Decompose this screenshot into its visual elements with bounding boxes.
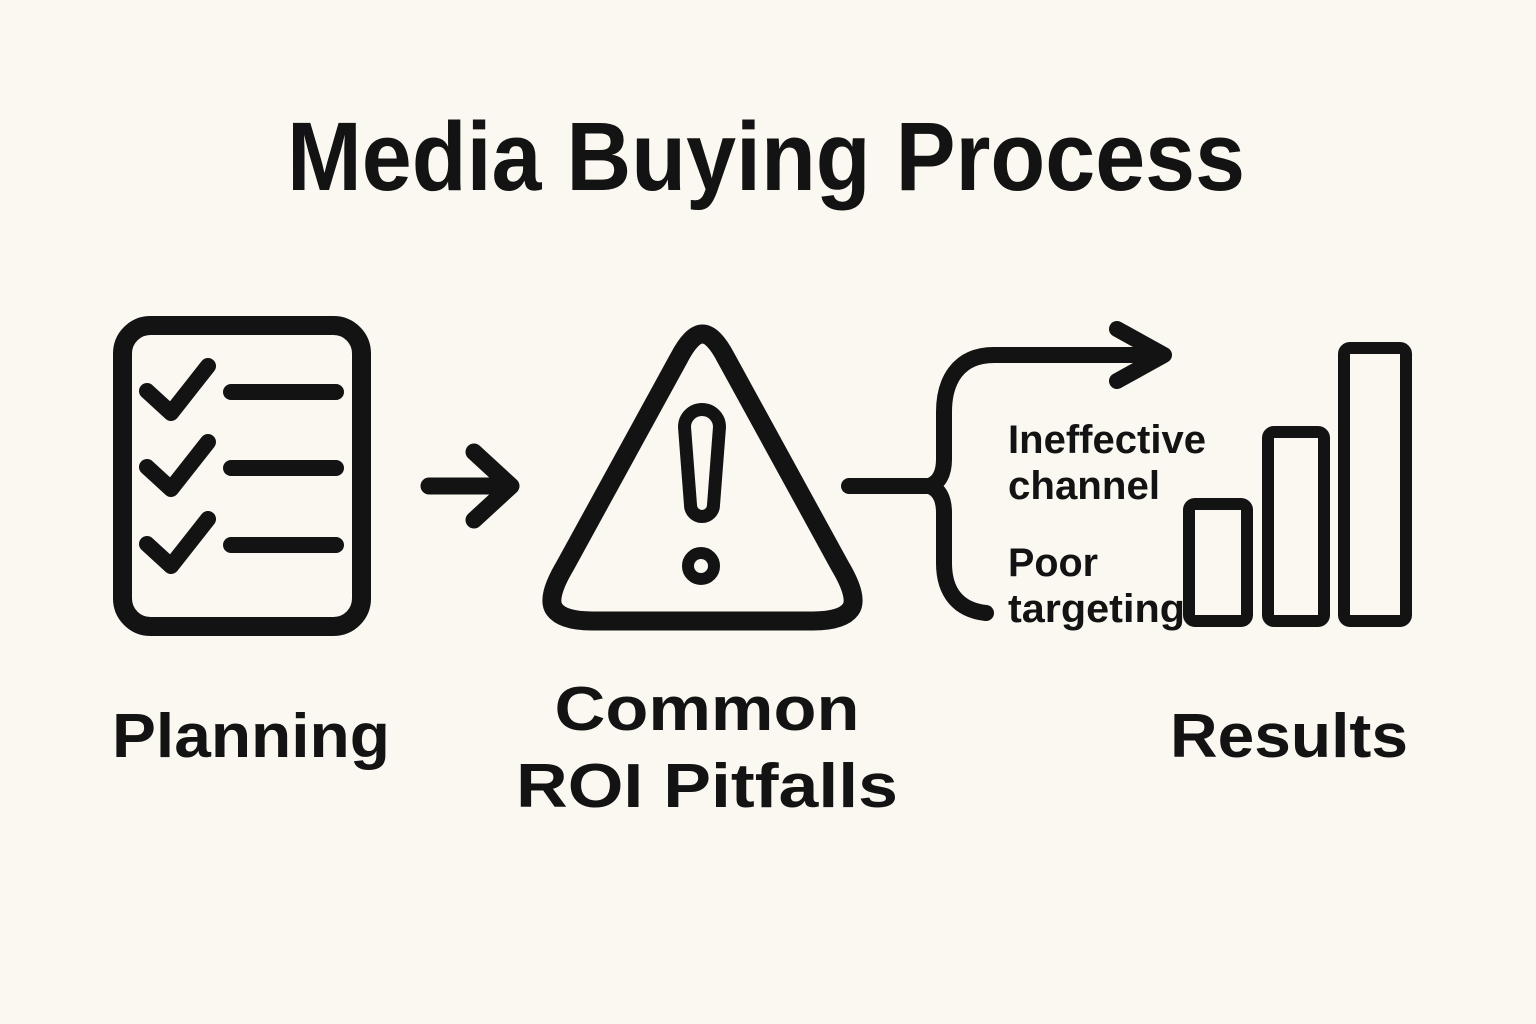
bar-medium <box>1262 426 1330 627</box>
brace-path <box>921 347 1156 621</box>
pitfalls-label-line1: Common <box>555 675 860 744</box>
checkmark-2 <box>139 434 216 497</box>
warning-triangle-icon <box>542 324 863 631</box>
curved-arrow-head <box>1109 321 1172 389</box>
results-label: Results <box>1170 702 1408 771</box>
arrow-right-icon <box>420 443 520 529</box>
branch-label-targeting: targeting <box>1008 587 1185 631</box>
arrow-head <box>465 443 520 529</box>
triangle-outline <box>542 324 863 631</box>
checklist-page <box>113 316 371 636</box>
brace-branch-connector <box>921 321 1172 621</box>
bar-tall <box>1338 342 1412 627</box>
checklist-icon <box>113 316 371 636</box>
bar-short <box>1183 498 1253 627</box>
branch-label-channel: channel <box>1008 464 1160 508</box>
branch-label-ineffective: Ineffective <box>1008 418 1206 462</box>
exclamation-bar <box>678 403 726 523</box>
page-title: Media Buying Process <box>287 102 1245 211</box>
exclamation-dot <box>682 547 720 585</box>
checkmark-1 <box>139 358 216 421</box>
branch-label-poor: Poor <box>1008 541 1098 585</box>
checkmark-3 <box>139 511 216 574</box>
planning-label: Planning <box>112 702 390 771</box>
bar-chart-icon <box>1183 342 1412 627</box>
pitfalls-label-line2: ROI Pitfalls <box>516 752 898 821</box>
